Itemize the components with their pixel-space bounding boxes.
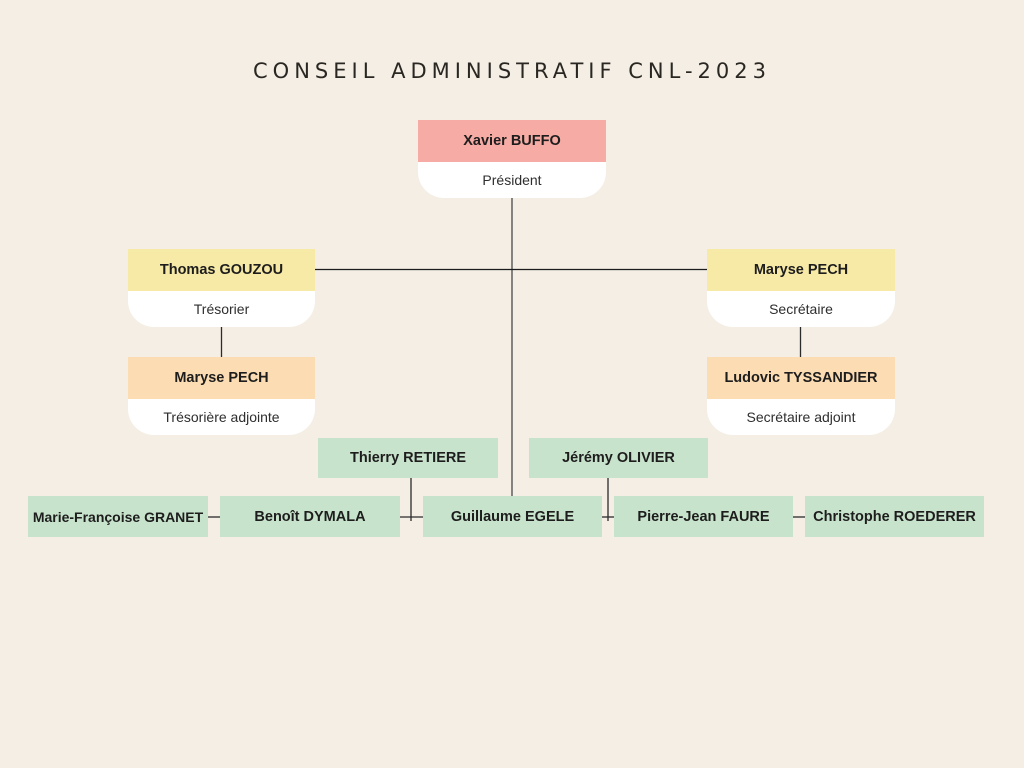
secretaire-role: Secrétaire <box>707 291 895 327</box>
member-box-benoit-dymala: Benoît DYMALA <box>220 496 400 537</box>
tresoriere-adjointe-role: Trésorière adjointe <box>128 399 315 435</box>
org-card-secretaire: Maryse PECH Secrétaire <box>707 249 895 327</box>
secretaire-adjoint-role: Secrétaire adjoint <box>707 399 895 435</box>
president-name: Xavier BUFFO <box>418 120 606 162</box>
member-box-thierry-retiere: Thierry RETIERE <box>318 438 498 478</box>
president-role: Président <box>418 162 606 198</box>
member-box-marie-francoise-granet: Marie-Françoise GRANET <box>28 496 208 537</box>
member-box-pierre-jean-faure: Pierre-Jean FAURE <box>614 496 793 537</box>
member-box-christophe-roederer: Christophe ROEDERER <box>805 496 984 537</box>
org-card-tresoriere-adjointe: Maryse PECH Trésorière adjointe <box>128 357 315 435</box>
member-box-jeremy-olivier: Jérémy OLIVIER <box>529 438 708 478</box>
tresorier-name: Thomas GOUZOU <box>128 249 315 291</box>
tresorier-role: Trésorier <box>128 291 315 327</box>
secretaire-name: Maryse PECH <box>707 249 895 291</box>
org-card-president: Xavier BUFFO Président <box>418 120 606 198</box>
tresoriere-adjointe-name: Maryse PECH <box>128 357 315 399</box>
org-card-tresorier: Thomas GOUZOU Trésorier <box>128 249 315 327</box>
secretaire-adjoint-name: Ludovic TYSSANDIER <box>707 357 895 399</box>
member-box-guillaume-egele: Guillaume EGELE <box>423 496 602 537</box>
org-card-secretaire-adjoint: Ludovic TYSSANDIER Secrétaire adjoint <box>707 357 895 435</box>
page-title: CONSEIL ADMINISTRATIF CNL-2023 <box>253 59 771 83</box>
